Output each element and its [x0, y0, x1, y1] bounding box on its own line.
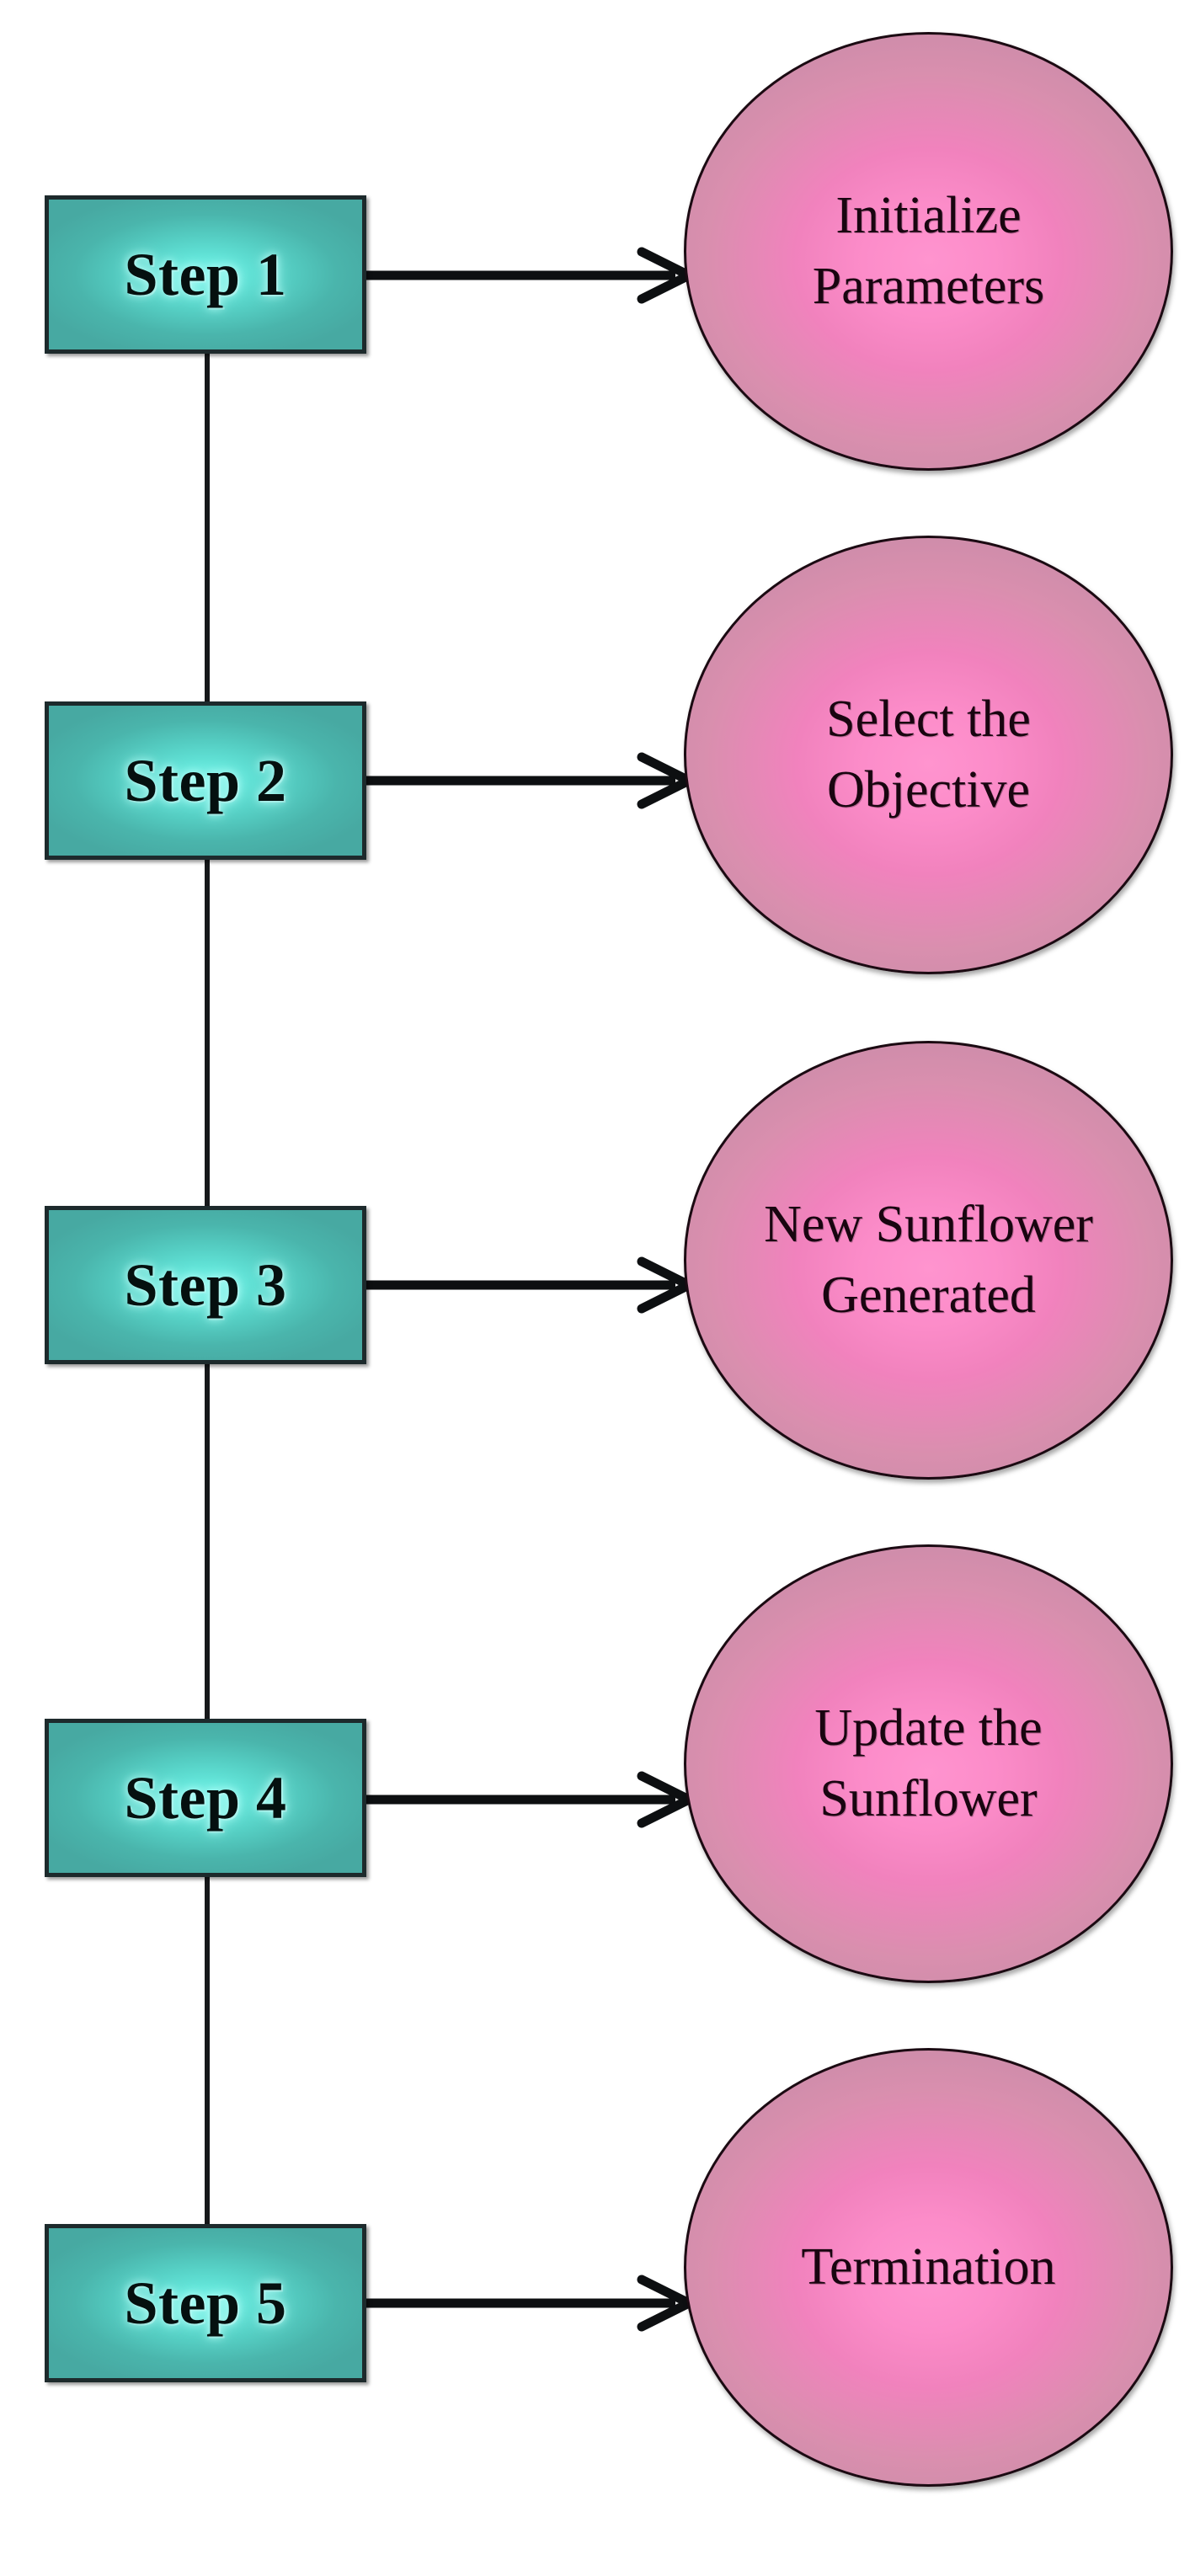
- step-box-label: Step 5: [124, 2269, 287, 2337]
- arrow-4: [366, 1771, 700, 1828]
- connector-spine-2-3: [205, 857, 210, 1208]
- action-text-line: Initialize: [835, 187, 1022, 245]
- step-box-label: Step 3: [124, 1251, 287, 1319]
- action-text-line: Objective: [826, 760, 1030, 819]
- step-box-4[interactable]: Step 4: [45, 1719, 366, 1877]
- step-box-5[interactable]: Step 5: [45, 2224, 366, 2382]
- arrow-1: [366, 247, 700, 304]
- connector-spine-4-5: [205, 1875, 210, 2226]
- arrow-3: [366, 1256, 700, 1314]
- step-box-3[interactable]: Step 3: [45, 1206, 366, 1364]
- step-box-label: Step 1: [124, 241, 287, 308]
- action-text-line: Termination: [801, 2237, 1056, 2296]
- action-circle-5[interactable]: Termination: [684, 2048, 1173, 2487]
- step-box-2[interactable]: Step 2: [45, 701, 366, 860]
- connector-spine-1-2: [205, 354, 210, 703]
- arrow-5: [366, 2275, 700, 2332]
- arrow-2: [366, 752, 700, 809]
- connector-spine-3-4: [205, 1363, 210, 1720]
- action-text-line: Update the: [814, 1699, 1043, 1757]
- step-box-label: Step 4: [124, 1764, 287, 1832]
- action-text-line: Sunflower: [819, 1769, 1038, 1827]
- action-text-line: Generated: [821, 1266, 1036, 1324]
- action-text-line: Select the: [826, 691, 1031, 749]
- action-text-line: Parameters: [812, 257, 1045, 315]
- step-box-label: Step 2: [124, 747, 287, 814]
- step-box-1[interactable]: Step 1: [45, 195, 366, 354]
- action-text-line: New Sunflower: [764, 1196, 1093, 1254]
